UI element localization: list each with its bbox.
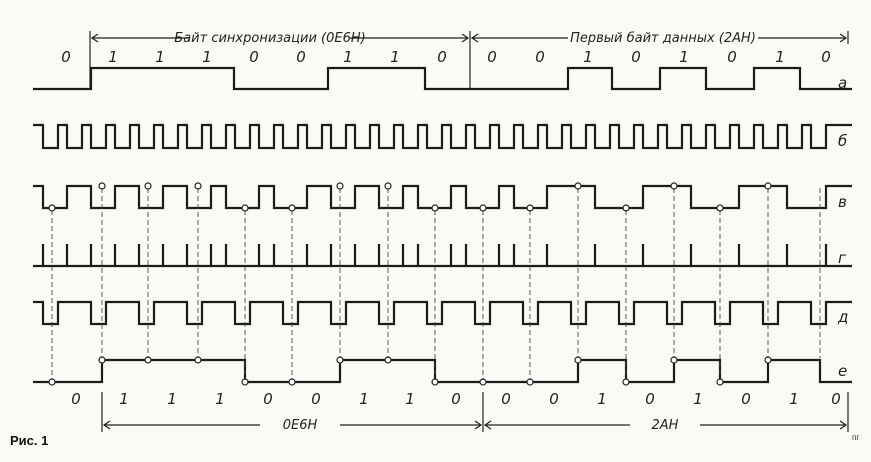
data-span-arrow-right — [839, 33, 848, 43]
top-bit-label: 0 — [437, 48, 447, 66]
sync-span-arrow-right — [461, 33, 470, 43]
sync-span-arrow-left — [90, 33, 99, 43]
waveform-v — [33, 184, 852, 210]
waveform-g — [33, 244, 852, 268]
bottom-bit-label: 1 — [119, 390, 129, 408]
top-bit-label: 1 — [679, 48, 689, 66]
second-span-arrow-left — [483, 420, 492, 430]
row-label-v: в — [838, 193, 847, 211]
bottom-bit-label: 1 — [693, 390, 703, 408]
row-label-b: б — [838, 132, 847, 150]
second-span-arrow-right — [839, 420, 848, 430]
bottom-bit-label: 0 — [451, 390, 461, 408]
row-label-a: а — [838, 74, 847, 92]
sync-byte-label: Байт синхронизации (0E6H) — [174, 31, 365, 46]
sample-points-e — [48, 356, 772, 386]
top-bit-label: 1 — [390, 48, 400, 66]
top-bit-label: 0 — [631, 48, 641, 66]
figure-caption: Рис. 1 — [10, 433, 48, 448]
row-label-g: г — [838, 249, 846, 267]
top-bit-label: 1 — [775, 48, 785, 66]
bottom-bit-label: 0 — [741, 390, 751, 408]
bottom-bit-label: 1 — [597, 390, 607, 408]
first-byte-label: 0E6H — [283, 418, 318, 433]
bottom-bit-label: 0 — [311, 390, 321, 408]
top-bit-label: 0 — [727, 48, 737, 66]
header-spans: Байт синхронизации (0E6H) Первый байт да… — [89, 31, 849, 88]
bottom-bit-label: 0 — [549, 390, 559, 408]
first-span-arrow-left — [102, 420, 111, 430]
bottom-bit-label: 0 — [831, 390, 841, 408]
row-label-d: д — [837, 308, 848, 326]
top-bit-label: 0 — [296, 48, 306, 66]
top-bit-label: 0 — [535, 48, 545, 66]
top-bit-labels: 0 1 1 1 0 0 1 1 0 0 0 1 0 1 0 1 0 — [61, 48, 831, 66]
corner-mark: пг — [852, 433, 859, 442]
bottom-bit-label: 1 — [359, 390, 369, 408]
bottom-bit-label: 0 — [645, 390, 655, 408]
bottom-bit-label: 0 — [263, 390, 273, 408]
pulse-ticks-g — [41, 244, 828, 266]
bottom-bit-label: 0 — [501, 390, 511, 408]
bottom-bit-label: 1 — [167, 390, 177, 408]
waveform-b — [33, 123, 852, 150]
top-bit-label: 1 — [202, 48, 212, 66]
bottom-bit-label: 1 — [789, 390, 799, 408]
data-byte-label: Первый байт данных (2AH) — [570, 31, 756, 46]
data-span-arrow-left — [470, 33, 479, 43]
row-labels: а б в г д е — [837, 74, 848, 380]
bottom-bit-label: 0 — [71, 390, 81, 408]
top-bit-label: 0 — [821, 48, 831, 66]
top-bit-label: 0 — [487, 48, 497, 66]
second-byte-label: 2AH — [652, 418, 679, 433]
waveform-a — [33, 66, 852, 91]
first-span-arrow-right — [474, 420, 483, 430]
sampling-guides — [51, 188, 821, 380]
bottom-bit-label: 1 — [215, 390, 225, 408]
top-bit-label: 0 — [249, 48, 259, 66]
top-bit-label: 1 — [343, 48, 353, 66]
sample-points-v — [48, 182, 772, 212]
bottom-bit-label: 1 — [405, 390, 415, 408]
waveform-d — [33, 300, 852, 326]
top-bit-label: 1 — [583, 48, 593, 66]
top-bit-label: 0 — [61, 48, 71, 66]
top-bit-label: 1 — [155, 48, 165, 66]
bottom-spans: 0E6H 2AH — [101, 392, 849, 433]
waveform-e — [33, 358, 852, 384]
bottom-bit-labels: 0 1 1 1 0 0 1 1 0 0 0 1 0 1 0 1 0 — [71, 390, 841, 408]
top-bit-label: 1 — [108, 48, 118, 66]
row-label-e: е — [838, 362, 847, 380]
